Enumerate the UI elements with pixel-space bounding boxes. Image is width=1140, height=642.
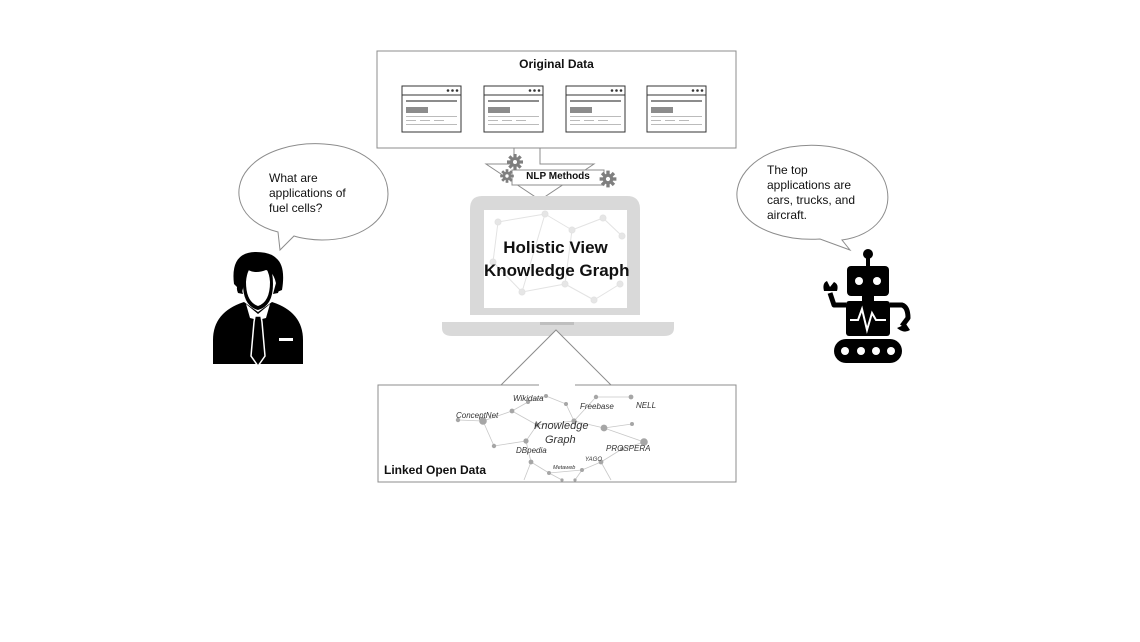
source-label-freebase: Freebase xyxy=(580,402,614,411)
linked-open-data-frame xyxy=(377,384,737,483)
source-label-prospera: PROSPERA xyxy=(606,444,651,453)
browser-window-icon xyxy=(483,85,544,133)
robot-icon xyxy=(823,249,911,363)
browser-window-icon xyxy=(565,85,626,133)
browser-window-icon xyxy=(646,85,707,133)
user-speech-bubble xyxy=(238,143,389,252)
graph-center-label-line1: Knowledge xyxy=(534,420,589,432)
graph-center-label-line2: Graph xyxy=(545,434,576,446)
laptop-icon xyxy=(442,196,674,336)
gear-icon xyxy=(507,154,523,170)
browser-window-icon xyxy=(401,85,462,133)
laptop-background-graph xyxy=(489,210,626,304)
linked-data-nodes xyxy=(455,394,648,482)
laptop-title-line1: Holistic View xyxy=(503,238,608,257)
source-label-wikidata: Wikidata xyxy=(513,394,544,403)
user-question-text: What are applications of fuel cells? xyxy=(269,171,346,215)
original-data-title: Original Data xyxy=(519,57,594,71)
laptop-title-line2: Knowledge Graph xyxy=(484,261,630,280)
source-label-metaweb: Metaweb xyxy=(553,465,576,471)
source-label-conceptnet: ConceptNet xyxy=(456,411,499,420)
linked-data-graph xyxy=(457,395,645,481)
source-label-yago: YAGO xyxy=(585,457,603,463)
robot-speech-bubble xyxy=(736,144,889,252)
robot-answer-text: The top applications are cars, trucks, a… xyxy=(767,163,856,222)
source-label-nell: NELL xyxy=(636,401,657,410)
linked-open-data-title: Linked Open Data xyxy=(384,463,487,477)
source-label-dbpedia: DBpedia xyxy=(516,446,547,455)
businessman-icon xyxy=(213,252,303,368)
nlp-methods-label: NLP Methods xyxy=(526,171,590,182)
